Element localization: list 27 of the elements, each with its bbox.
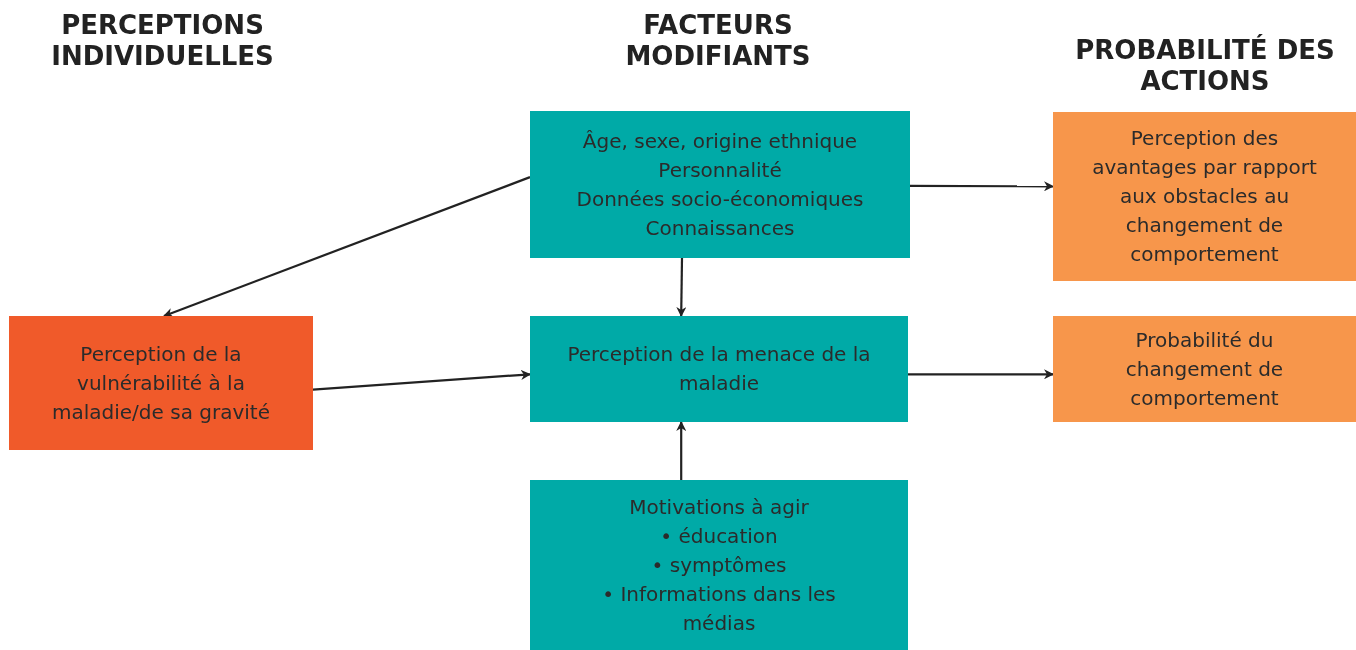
perception-box [9,316,313,450]
action-box [1053,316,1356,422]
box-text: Perception de la menace de la maladie [566,341,872,397]
factor-box [530,111,910,258]
motivation-box [530,480,908,650]
bullet-item: • Informations dans les médias [601,580,837,637]
arrow [676,258,687,317]
arrow [908,369,1054,380]
box-text: Données socio-économiques [576,185,864,213]
box-text: Perception de la vulnérabilité à la maladie/de sa gravité [51,340,271,426]
box-text: Probabilité du changement de comportement [1124,326,1285,412]
threat-box [530,316,908,422]
column-heading: FACTEURS MODIFIANTS [624,10,812,72]
column-heading: PROBABILITÉ DES ACTIONS [1074,35,1336,97]
action-box [1053,112,1356,281]
arrow [312,369,531,391]
arrow [163,176,531,318]
box-text: Perception des avantages par rapport aux obstacles au changement de comportement [1091,125,1318,268]
box-text: Connaissances [645,214,795,242]
box-text: Âge, sexe, origine ethnique [582,127,858,155]
column-heading: PERCEPTIONS INDIVIDUELLES [50,10,275,72]
bullet-item: • symptômes [650,551,788,579]
arrow [910,181,1054,192]
bullet-item: • éducation [659,522,779,550]
arrow [676,421,687,480]
box-text: Personnalité [658,156,782,184]
box-heading: Motivations à agir [629,493,809,521]
